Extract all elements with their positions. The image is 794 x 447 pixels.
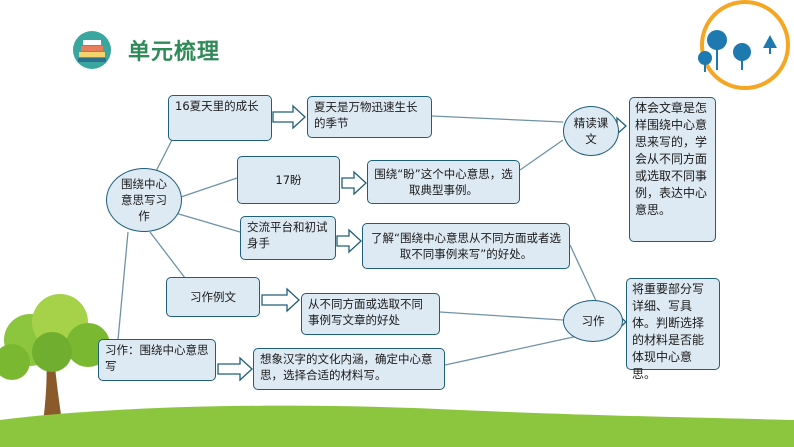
arrow-1 bbox=[272, 104, 306, 130]
tree-ring-icon bbox=[698, 0, 790, 90]
arrow-4 bbox=[261, 287, 300, 313]
root-node: 围绕中心意思写习作 bbox=[106, 168, 182, 232]
grass-strip bbox=[0, 405, 794, 447]
source-box-1: 16夏天里的成长 bbox=[168, 95, 272, 141]
detail-box-5: 想象汉字的文化内涵，确定中心意思，选择合适的材料写。 bbox=[253, 348, 445, 390]
detail-box-3: 了解“围绕中心意思从不同方面或者选取不同事例来写”的好处。 bbox=[362, 223, 570, 269]
arrow-5 bbox=[217, 356, 253, 382]
summary-box-2: 将重要部分写详细、写具体。判断选择的材料是否能体现中心意思。 bbox=[626, 278, 720, 381]
arrow-3 bbox=[336, 228, 362, 254]
detail-box-4: 从不同方面或选取不同事例写文章的好处 bbox=[301, 293, 440, 335]
summary-box-1: 体会文章是怎样围绕中心意思来写的，学会从不同方面或选取不同事例，表达中心意思。 bbox=[629, 97, 716, 242]
arrow-2 bbox=[341, 170, 367, 196]
arrows bbox=[217, 104, 367, 382]
chevrons bbox=[616, 116, 627, 332]
detail-box-2: 围绕“盼”这个中心意思，选取典型事例。 bbox=[367, 160, 520, 204]
detail-box-1: 夏天是万物迅速生长的季节 bbox=[307, 96, 432, 138]
page-title: 单元梳理 bbox=[128, 40, 221, 65]
source-box-3: 交流平台和初试身手 bbox=[240, 216, 336, 260]
source-box-4: 习作例文 bbox=[166, 277, 260, 317]
hub-reading: 精读课文 bbox=[563, 106, 619, 156]
source-box-5: 习作：围绕中心意思写 bbox=[98, 339, 216, 381]
hub-writing: 习作 bbox=[563, 300, 623, 342]
source-box-2: 17盼 bbox=[237, 156, 340, 204]
books-icon bbox=[73, 31, 111, 69]
